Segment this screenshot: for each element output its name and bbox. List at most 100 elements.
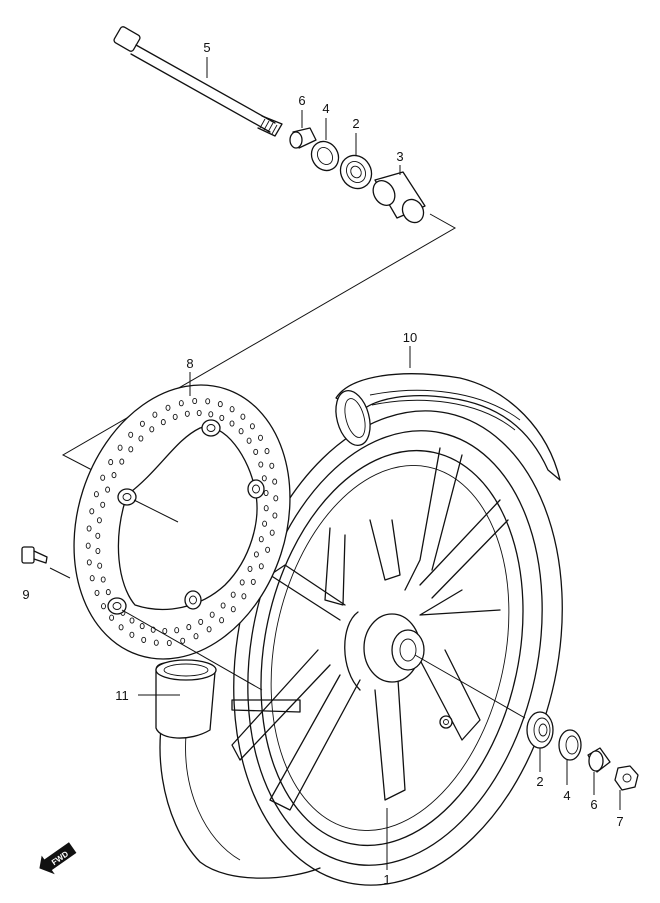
disc-vent-hole bbox=[272, 512, 278, 519]
callout-disc-bolt: 9 bbox=[22, 587, 29, 602]
bearing-right[interactable] bbox=[526, 711, 554, 749]
disc-vent-hole bbox=[198, 618, 204, 625]
callout-spacer-top: 6 bbox=[298, 93, 305, 108]
assembly-guide-line bbox=[61, 213, 457, 471]
disc-vent-hole bbox=[105, 589, 111, 596]
spacer-top[interactable] bbox=[289, 127, 317, 149]
disc-vent-hole bbox=[118, 624, 124, 631]
callout-leaders bbox=[138, 57, 621, 870]
wheel-rim[interactable] bbox=[159, 380, 604, 903]
disc-vent-hole bbox=[166, 639, 172, 647]
disc-vent-hole bbox=[95, 532, 101, 539]
disc-vent-hole bbox=[100, 474, 106, 481]
disc-vent-hole bbox=[219, 617, 225, 624]
disc-vent-hole bbox=[180, 637, 186, 644]
disc-vent-hole bbox=[138, 435, 144, 442]
disc-vent-hole bbox=[141, 636, 147, 643]
disc-vent-hole bbox=[85, 542, 91, 549]
disc-vent-hole bbox=[229, 406, 235, 413]
disc-vent-hole bbox=[94, 589, 100, 596]
tire-valve[interactable] bbox=[155, 659, 217, 739]
dust-seal-right[interactable] bbox=[558, 729, 582, 761]
disc-vent-hole bbox=[258, 461, 264, 468]
disc-vent-hole bbox=[229, 420, 235, 427]
disc-vent-hole bbox=[264, 448, 270, 455]
brake-disc[interactable] bbox=[40, 357, 324, 688]
hub-to-bearing-guide-line bbox=[414, 654, 526, 719]
disc-vent-hole bbox=[238, 428, 244, 435]
callout-bearing-top: 2 bbox=[352, 116, 359, 131]
disc-vent-hole bbox=[241, 593, 247, 600]
spacer-right[interactable] bbox=[587, 747, 611, 773]
front-axle[interactable] bbox=[113, 26, 283, 137]
disc-vent-hole bbox=[209, 611, 215, 618]
disc-vent-hole bbox=[184, 410, 190, 417]
disc-vent-hole bbox=[95, 547, 101, 555]
callout-dust-seal-right: 4 bbox=[563, 788, 570, 803]
disc-vent-hole bbox=[262, 520, 268, 527]
disc-vent-hole bbox=[139, 623, 145, 630]
disc-vent-hole bbox=[219, 414, 225, 421]
disc-vent-hole bbox=[246, 437, 252, 444]
disc-vent-hole bbox=[258, 434, 263, 441]
disc-vent-hole bbox=[109, 614, 115, 621]
disc-to-hub-guide-line bbox=[121, 499, 263, 691]
disc-vent-hole bbox=[97, 562, 103, 569]
disc-vent-hole bbox=[265, 546, 271, 553]
disc-vent-hole bbox=[93, 491, 99, 498]
disc-vent-hole bbox=[152, 411, 158, 418]
callout-bearing-right: 2 bbox=[536, 774, 543, 789]
disc-vent-hole bbox=[208, 411, 214, 418]
disc-vent-hole bbox=[217, 401, 223, 408]
bearing-top[interactable] bbox=[335, 150, 378, 194]
disc-vent-hole bbox=[111, 472, 117, 479]
callout-tire: 10 bbox=[403, 330, 417, 345]
disc-vent-hole bbox=[230, 606, 236, 613]
callout-distance-collar: 3 bbox=[396, 149, 403, 164]
balance-weight[interactable] bbox=[439, 715, 453, 729]
disc-vent-hole bbox=[162, 627, 168, 635]
disc-vent-hole bbox=[89, 508, 95, 515]
disc-vent-hole bbox=[149, 426, 155, 433]
callout-axle: 5 bbox=[203, 40, 210, 55]
disc-vent-hole bbox=[261, 475, 267, 482]
disc-vent-hole bbox=[196, 409, 202, 417]
disc-vent-hole bbox=[193, 633, 199, 640]
fwd-direction-badge: FWD bbox=[39, 842, 77, 875]
callout-tire-valve: 11 bbox=[115, 688, 129, 703]
distance-collar[interactable] bbox=[369, 171, 428, 226]
axle-nut[interactable] bbox=[614, 765, 639, 791]
callout-axle-nut: 7 bbox=[616, 814, 623, 829]
callout-wheel: 1 bbox=[383, 872, 390, 887]
disc-vent-hole bbox=[206, 626, 212, 633]
disc-vent-hole bbox=[220, 602, 226, 609]
wheel-hub[interactable] bbox=[344, 611, 425, 691]
disc-vent-hole bbox=[230, 591, 236, 598]
dust-seal-top[interactable] bbox=[306, 137, 344, 176]
disc-vent-hole bbox=[273, 495, 279, 502]
disc-vent-hole bbox=[119, 458, 125, 465]
disc-bolt[interactable] bbox=[21, 546, 71, 579]
disc-vent-hole bbox=[192, 397, 198, 405]
disc-vent-hole bbox=[139, 420, 145, 427]
disc-vent-hole bbox=[96, 517, 102, 524]
disc-vent-hole bbox=[153, 639, 159, 646]
disc-vent-hole bbox=[100, 576, 106, 583]
disc-vent-hole bbox=[253, 448, 259, 455]
disc-vent-hole bbox=[86, 525, 92, 532]
disc-vent-hole bbox=[160, 419, 166, 426]
tire[interactable] bbox=[330, 373, 561, 481]
disc-vent-hole bbox=[239, 579, 245, 586]
disc-vent-hole bbox=[101, 603, 106, 610]
disc-vent-hole bbox=[89, 575, 95, 582]
disc-vent-hole bbox=[108, 459, 114, 466]
disc-vent-hole bbox=[129, 631, 135, 638]
disc-vent-hole bbox=[117, 444, 123, 451]
disc-vent-hole bbox=[269, 462, 275, 469]
disc-vent-hole bbox=[247, 565, 253, 572]
disc-vent-hole bbox=[174, 627, 180, 634]
callout-spacer-right: 6 bbox=[590, 797, 597, 812]
disc-vent-hole bbox=[100, 501, 106, 508]
disc-vent-hole bbox=[263, 489, 269, 497]
